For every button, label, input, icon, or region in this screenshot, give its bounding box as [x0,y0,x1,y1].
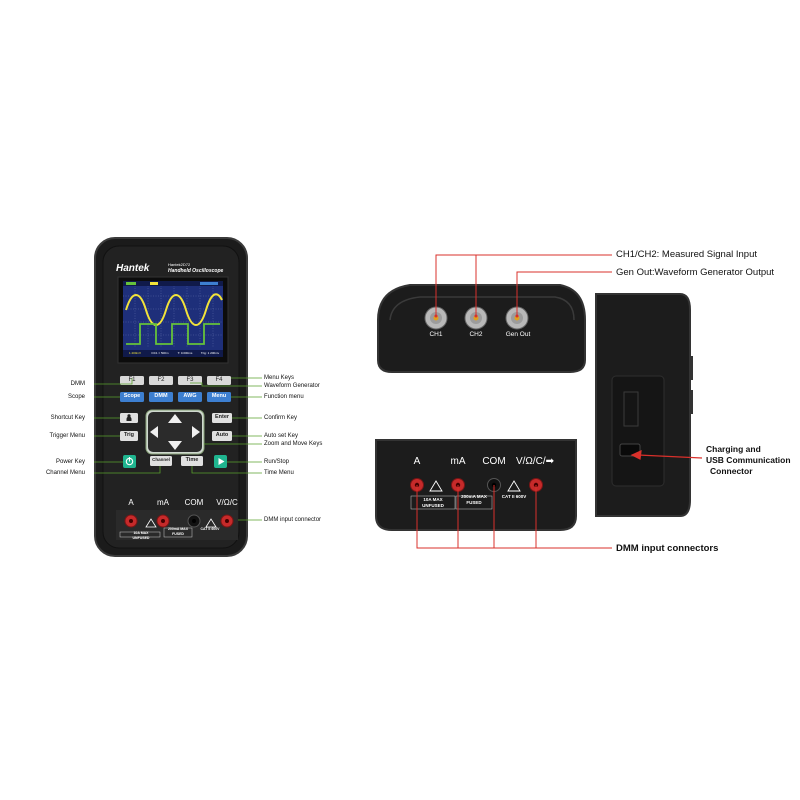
label-ch-input: CH1/CH2: Measured Signal Input [616,249,757,260]
dmm-key[interactable]: DMM [154,393,168,399]
screen-status-1: 1 200mV [128,351,141,355]
screen-status-3: T: 0.000ms [177,351,193,355]
callout-time-menu: Time Menu [264,470,294,476]
device-front [94,237,248,557]
user-icon [126,414,132,421]
connector-ch2-label: CH2 [469,331,483,338]
device-bottom-view [375,439,577,531]
f1-key[interactable]: F1 [128,377,136,383]
label-dmm-input-connectors: DMM input connectors [616,543,719,554]
rating-cat: CAT II 600V [200,527,220,531]
model-name: Hantek2D72 [168,262,191,267]
callout-lines-right [190,377,262,521]
screen-status-4: Trig: 1 200mv [200,351,220,355]
fused-label: FUSED [172,532,184,536]
bottom-callout-lines [416,485,612,549]
enter-key-label: Enter [214,414,230,420]
channel-key-label: Channel [152,457,170,462]
front-jacks [124,514,234,528]
arrow-left-icon[interactable] [150,426,158,438]
rating-200ma: 200mA MAX [167,527,189,531]
f4-key[interactable]: F4 [215,377,223,383]
side-callout-arrow [630,450,703,460]
time-key-label: Time [185,457,199,463]
channel-key[interactable] [150,456,172,466]
callout-run-stop: Run/Stop [264,459,290,465]
callout-menu-keys: Menu Keys [264,375,295,381]
warning-icon [205,518,217,528]
bottom-jack-label-com: COM [482,456,506,467]
callout-trigger-menu: Trigger Menu [49,433,85,439]
rating-10a: 10A MAX [133,531,149,535]
unfused-label: UNFUSED [132,536,150,540]
connector-gen-out-label: Gen Out [505,331,531,338]
jack-label-ma: mA [157,498,169,507]
callout-dmm: DMM [70,381,85,387]
jack-label-v: V/Ω/C [216,498,238,507]
arrow-right-icon[interactable] [192,426,200,438]
screen-sine-wave [125,293,223,326]
callout-dmm-input-connector: DMM input connector [264,517,322,523]
usb-port[interactable] [619,443,641,457]
label-gen-out: Gen Out:Waveform Generator Output [616,267,775,278]
arrow-down-icon[interactable] [168,441,182,450]
f2-key[interactable]: F2 [157,377,165,383]
bottom-rating-cat: CAT II 600V [501,494,527,499]
awg-key[interactable]: AWG [183,393,197,399]
callout-power-key: Power Key [55,459,85,465]
play-icon [218,458,225,465]
device-top-view [377,284,586,373]
mode-key-row [120,392,231,402]
screen-square-wave [126,323,220,345]
bottom-rating-10a: 10A MAX [423,497,443,502]
jack-label-a: A [128,498,134,507]
scope-key[interactable]: Scope [123,393,141,399]
bottom-jack-label-a: A [413,456,421,467]
callout-channel-menu: Channel Menu [45,470,85,476]
warning-icon [429,480,443,492]
screen-status-2: DC1 = 500m [151,351,169,355]
jack-label-com: COM [184,498,204,507]
callout-zoom-move-keys: Zoom and Move Keys [264,441,323,447]
bnc-connectors [424,306,529,330]
callout-confirm-key: Confirm Key [264,415,298,421]
subtitle: Handheld Oscilloscope [168,268,224,274]
warning-icon [145,518,157,528]
connector-ch1-label: CH1 [429,331,443,338]
label-usb-line-3: Connector [710,466,753,476]
menu-key[interactable]: Menu [211,393,227,399]
trig-key[interactable] [120,431,138,441]
bottom-fused-label: FUSED [466,500,482,505]
callout-auto-set-key: Auto set Key [264,433,299,439]
label-usb-line-1: Charging and [706,444,761,454]
callout-lines-left [94,378,161,474]
device-screen [123,281,223,357]
label-usb-line-2: USB Communication [706,455,791,465]
enter-key[interactable] [212,413,232,423]
trig-key-label: Trig [123,432,135,438]
label-usb-connector: Charging and USB Communication Connector [706,444,791,477]
callout-function-menu: Function menu [264,394,304,400]
bottom-jack-label-ma: mA [450,456,466,467]
time-key[interactable] [181,456,203,466]
callout-waveform-generator: Waveform Generator [264,383,320,389]
auto-key[interactable] [212,431,232,441]
brand-logo: Hantek [116,263,150,274]
bottom-rating-200ma: 200mA MAX [461,494,487,499]
callout-scope: Scope [67,394,85,400]
arrow-up-icon[interactable] [168,414,182,423]
device-side-view [595,293,693,517]
bottom-jack-label-v: V/Ω/C/➡ [515,456,555,467]
bottom-unfused-label: UNFUSED [422,503,444,508]
warning-icon [507,480,521,492]
callout-shortcut-key: Shortcut Key [50,415,85,421]
f3-key[interactable]: F3 [186,377,194,383]
top-callout-lines [435,254,612,316]
auto-key-label: Auto [215,432,229,438]
